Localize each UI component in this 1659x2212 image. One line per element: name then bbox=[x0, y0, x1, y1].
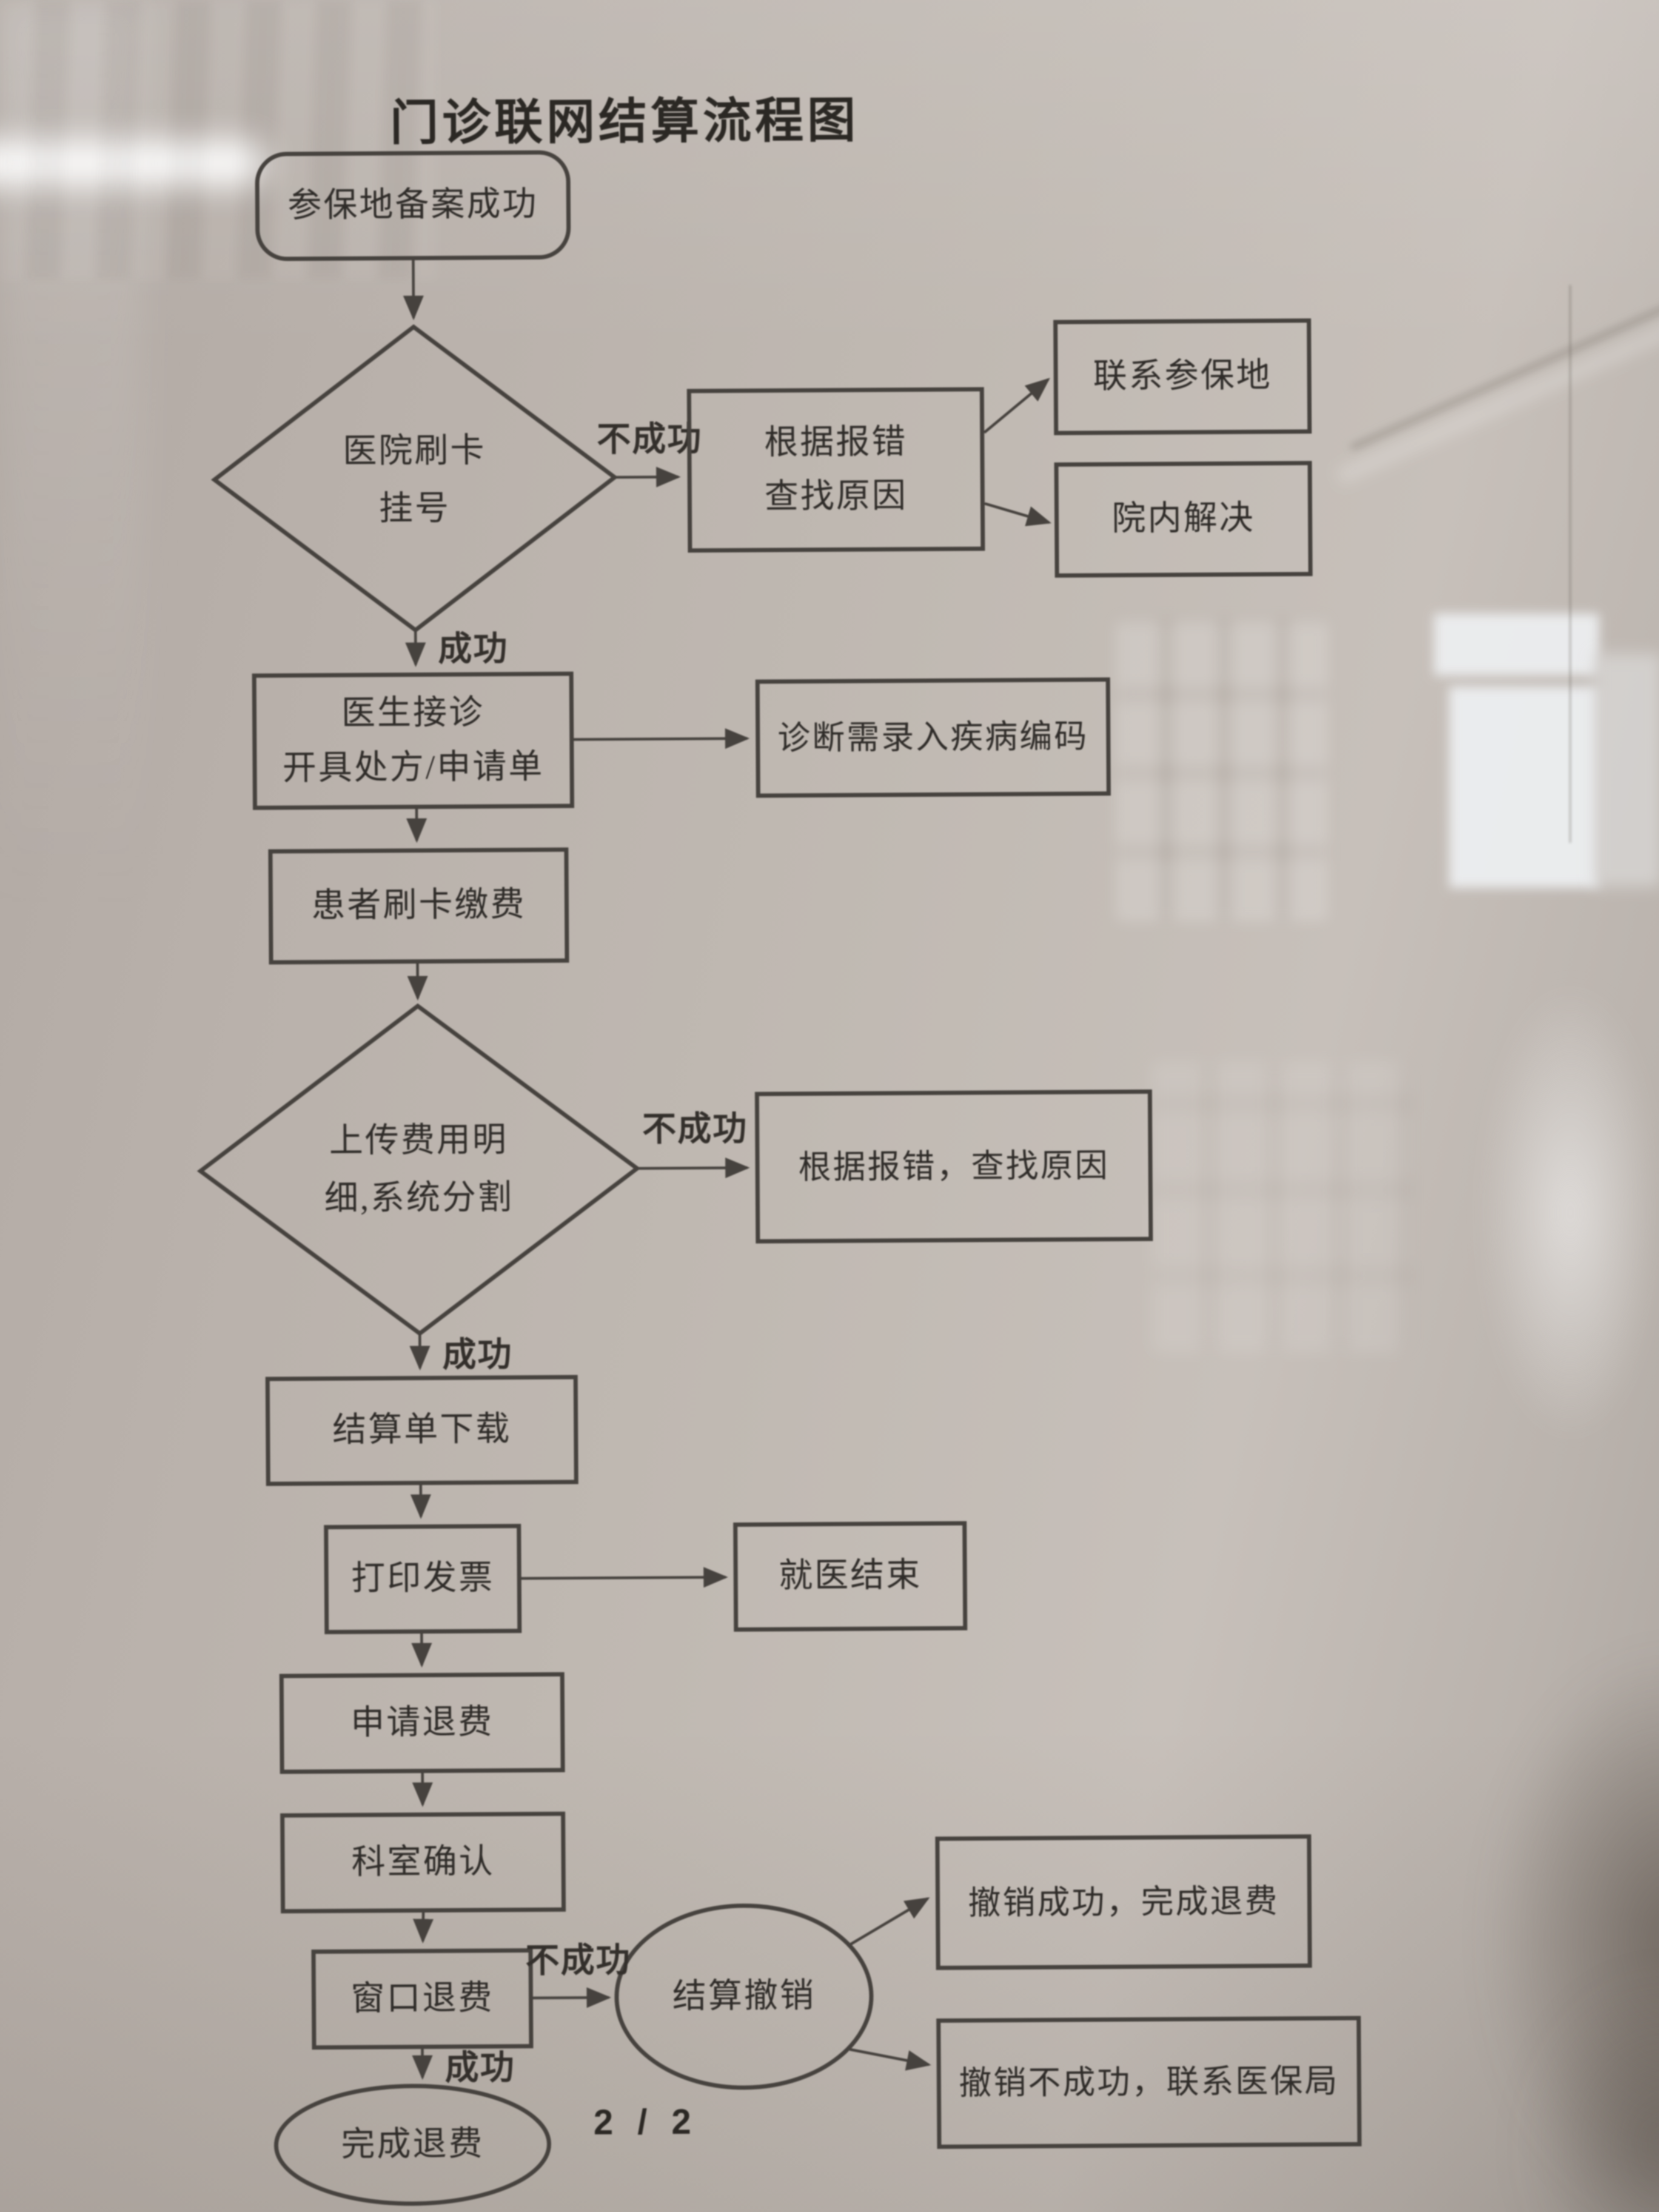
node-doctor-reception-line2: 开具处方/申请单 bbox=[282, 748, 545, 788]
node-hospital-swipe: 医院刷卡 挂号 bbox=[343, 431, 486, 530]
node-start: 参保地备案成功 bbox=[255, 150, 571, 261]
node-print-invoice-label: 打印发票 bbox=[351, 1559, 495, 1598]
node-start-label: 参保地备案成功 bbox=[287, 186, 538, 225]
node-settlement-cancel: 结算撤销 bbox=[672, 1976, 816, 2018]
node-patient-card-payment: 患者刷卡缴费 bbox=[268, 847, 569, 965]
node-cancel-success: 撤销成功，完成退费 bbox=[935, 1834, 1312, 1970]
node-error-lookup-upload-label: 根据报错，查找原因 bbox=[798, 1147, 1110, 1185]
node-cancel-failure-label: 撤销不成功，联系医保局 bbox=[959, 2062, 1339, 2102]
arrow-invoice-to-visit-end bbox=[521, 1567, 728, 1588]
node-window-refund-label: 窗口退费 bbox=[350, 1979, 494, 2018]
node-window-refund: 窗口退费 bbox=[311, 1948, 534, 2050]
node-hospital-swipe-line2: 挂号 bbox=[378, 489, 451, 528]
node-settlement-cancel-label: 结算撤销 bbox=[672, 1977, 816, 2016]
node-contact-insured-place-label: 联系参保地 bbox=[1093, 357, 1272, 396]
arrow-start-to-swipe bbox=[403, 260, 424, 321]
edge-label-swipe-ok: 成功 bbox=[438, 630, 509, 669]
edge-label-upload-fail: 不成功 bbox=[642, 1110, 748, 1149]
node-print-invoice: 打印发票 bbox=[324, 1524, 522, 1635]
edge-label-window-fail: 不成功 bbox=[525, 1942, 631, 1980]
node-settlement-download: 结算单下载 bbox=[265, 1375, 578, 1486]
node-error-lookup-registration: 根据报错 查找原因 bbox=[686, 387, 985, 553]
page-title: 门诊联网结算流程图 bbox=[389, 93, 860, 150]
node-department-confirm-label: 科室确认 bbox=[351, 1843, 495, 1882]
node-error-lookup-registration-line2: 查找原因 bbox=[764, 477, 908, 516]
node-error-lookup-upload: 根据报错，查找原因 bbox=[754, 1089, 1153, 1244]
node-visit-end-label: 就医结束 bbox=[779, 1557, 922, 1595]
arrow-error1-to-inhospital bbox=[984, 502, 1052, 526]
arrow-doctor-to-diagnosis-code bbox=[574, 728, 750, 749]
settlement-cancel-shape bbox=[614, 1903, 874, 2090]
edge-label-upload-ok: 成功 bbox=[442, 1336, 513, 1375]
node-patient-card-payment-label: 患者刷卡缴费 bbox=[311, 886, 526, 925]
node-cancel-failure: 撤销不成功，联系医保局 bbox=[936, 2016, 1362, 2149]
node-solve-in-hospital-label: 院内解决 bbox=[1111, 500, 1255, 538]
arrow-cancel-to-failure bbox=[850, 2048, 931, 2071]
node-doctor-reception-line1: 医生接诊 bbox=[341, 694, 485, 733]
arrow-window-to-cancel bbox=[532, 1987, 612, 2008]
node-error-lookup-registration-line1: 根据报错 bbox=[764, 423, 908, 462]
node-diagnosis-code-note: 诊断需录入疾病编码 bbox=[755, 677, 1111, 798]
node-hospital-swipe-line1: 医院刷卡 bbox=[343, 432, 486, 471]
arrow-error1-to-contact bbox=[983, 378, 1050, 434]
node-visit-end: 就医结束 bbox=[733, 1521, 968, 1632]
arrow-cancel-to-success bbox=[848, 1897, 930, 1946]
node-settlement-download-label: 结算单下载 bbox=[332, 1410, 512, 1450]
node-upload-split-line2: 细,系统分割 bbox=[324, 1179, 514, 1218]
node-solve-in-hospital: 院内解决 bbox=[1054, 461, 1313, 578]
node-upload-split: 上传费用明 细,系统分割 bbox=[324, 1120, 514, 1219]
arrow-swipe-to-error1 bbox=[614, 466, 681, 488]
node-upload-split-line1: 上传费用明 bbox=[329, 1121, 509, 1160]
node-doctor-reception: 医生接诊 开具处方/申请单 bbox=[252, 671, 574, 810]
node-diagnosis-code-note-label: 诊断需录入疾病编码 bbox=[777, 718, 1089, 757]
node-refund-request-label: 申请退费 bbox=[350, 1703, 494, 1742]
node-refund-request: 申请退费 bbox=[279, 1672, 565, 1774]
page-number: 2 / 2 bbox=[593, 2102, 699, 2142]
refund-complete-shape bbox=[273, 2083, 551, 2206]
node-cancel-success-label: 撤销成功，完成退费 bbox=[968, 1883, 1279, 1922]
node-refund-complete-label: 完成退费 bbox=[341, 2125, 484, 2164]
node-department-confirm: 科室确认 bbox=[280, 1811, 566, 1914]
edge-label-window-ok: 成功 bbox=[444, 2049, 515, 2088]
node-refund-complete: 完成退费 bbox=[341, 2124, 484, 2166]
node-contact-insured-place: 联系参保地 bbox=[1053, 318, 1312, 435]
